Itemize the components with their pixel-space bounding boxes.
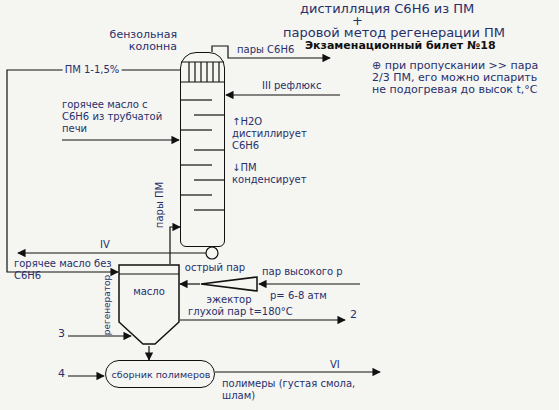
condenser-tube bbox=[194, 62, 195, 82]
stream-label: полимеры (густая смола, шлам) bbox=[222, 378, 362, 402]
condenser-line bbox=[181, 61, 224, 62]
node-text: масло bbox=[118, 286, 180, 298]
condenser-line bbox=[181, 81, 224, 82]
column-plate bbox=[194, 114, 224, 115]
stream-label: пар высокого р bbox=[262, 266, 343, 278]
column-plate bbox=[194, 209, 224, 210]
node-text: эжектор bbox=[200, 294, 258, 306]
polymer-out-line bbox=[215, 371, 380, 372]
vessel-name: регенератор bbox=[101, 275, 113, 336]
pump-symbol bbox=[206, 247, 218, 259]
oil-in-line bbox=[62, 139, 179, 140]
stream-label: горячее масло с C6H6 из трубчатой печи bbox=[62, 99, 174, 135]
handwritten-heading: паровой метод регенерации ПМ bbox=[283, 26, 505, 40]
stream-number: 3 bbox=[58, 328, 65, 340]
stream-number: IV bbox=[100, 239, 110, 251]
vessel-lid bbox=[119, 274, 179, 275]
flow-connector bbox=[170, 227, 180, 264]
feed-line bbox=[68, 335, 131, 336]
column-plate bbox=[194, 149, 224, 150]
stream-label: горячее масло без C6H6 bbox=[14, 258, 114, 282]
indirect-steam-line bbox=[180, 319, 345, 320]
column-plate bbox=[194, 179, 224, 180]
feed-line bbox=[68, 375, 104, 376]
condenser-tube bbox=[212, 62, 213, 82]
column-plate bbox=[181, 194, 212, 195]
column-box: бензольная колонна bbox=[180, 52, 225, 247]
steam-line bbox=[259, 283, 360, 284]
condenser-tube bbox=[218, 62, 219, 82]
regenerator-vessel: масло bbox=[118, 264, 180, 346]
reflux-line bbox=[226, 94, 340, 95]
handwritten-heading: дистилляция C6H6 из ПМ bbox=[300, 2, 474, 16]
ejector-outline bbox=[200, 276, 258, 293]
ticket-title: Экзаменационный билет №18 bbox=[305, 40, 496, 52]
side-note: ⊕ при пропускании >> пара 2/3 ПМ, его мо… bbox=[372, 60, 554, 96]
column-plate bbox=[181, 99, 212, 100]
stream-number: 2 bbox=[350, 309, 357, 321]
condenser-tube bbox=[206, 62, 207, 82]
stream-label: пары C6H6 bbox=[237, 44, 294, 56]
column-note: ↓ПМ конденсирует bbox=[232, 162, 332, 186]
regenerator-outline bbox=[118, 264, 180, 346]
flow-connector bbox=[180, 283, 200, 284]
stream-number: 4 bbox=[58, 368, 65, 380]
condenser-tube bbox=[188, 62, 189, 82]
flow-connector bbox=[148, 346, 149, 360]
column-plate bbox=[181, 164, 212, 165]
column-heading: бензольная колонна bbox=[101, 29, 177, 53]
vessel-outline bbox=[119, 265, 179, 344]
stream-label: р= 6-8 атм bbox=[270, 290, 327, 302]
ejector-symbol: эжектор bbox=[200, 276, 258, 306]
edge-label: острый пар bbox=[183, 262, 247, 274]
stream-number: VI bbox=[330, 359, 340, 371]
oil-out-line bbox=[18, 252, 206, 253]
condenser-tube bbox=[200, 62, 201, 82]
ejector-triangle bbox=[201, 277, 257, 291]
flow-connector bbox=[7, 70, 180, 272]
column-plate bbox=[181, 129, 212, 130]
collector-tank: сборник полимеров bbox=[105, 360, 215, 388]
stream-label: глухой пар t=180°С bbox=[188, 306, 293, 318]
node-text: сборник полимеров bbox=[106, 369, 216, 381]
edge-label: пары ПМ bbox=[154, 180, 166, 230]
column-note: ↑H2O дистиллирует C6H6 bbox=[232, 116, 332, 152]
edge-label: ПМ 1-1,5% bbox=[63, 64, 122, 76]
stream-label: III рефлюкс bbox=[262, 80, 321, 92]
